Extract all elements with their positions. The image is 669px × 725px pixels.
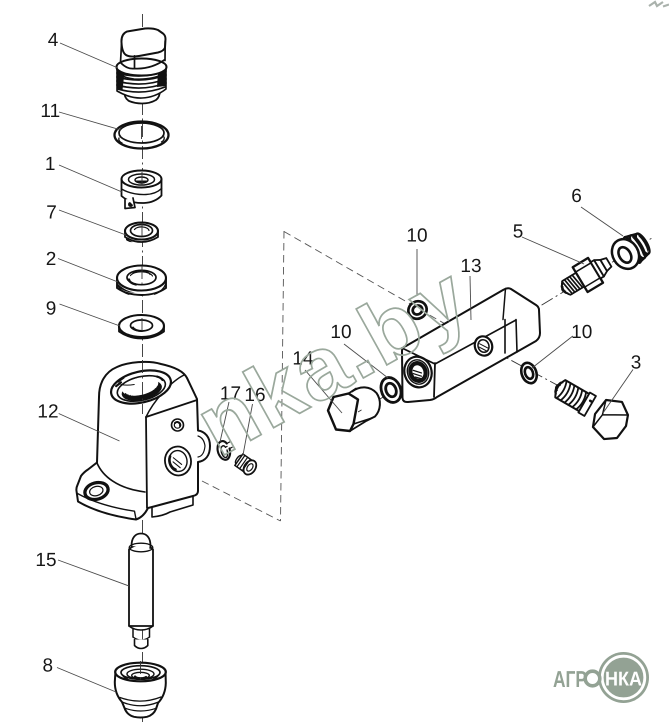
svg-text:14: 14 bbox=[292, 348, 314, 369]
svg-text:12: 12 bbox=[37, 402, 58, 423]
svg-text:9: 9 bbox=[46, 299, 57, 320]
svg-text:2: 2 bbox=[46, 249, 57, 270]
svg-text:7: 7 bbox=[46, 203, 57, 224]
svg-text:10: 10 bbox=[406, 225, 427, 246]
svg-text:4: 4 bbox=[48, 30, 59, 51]
svg-text:17: 17 bbox=[220, 383, 241, 404]
svg-text:АГР: АГР bbox=[553, 666, 587, 692]
svg-text:НКА: НКА bbox=[605, 669, 642, 691]
svg-text:10: 10 bbox=[330, 322, 351, 343]
svg-text:1: 1 bbox=[45, 154, 56, 175]
svg-text:8: 8 bbox=[43, 655, 54, 676]
svg-text:15: 15 bbox=[35, 550, 56, 571]
svg-text:13: 13 bbox=[460, 256, 481, 277]
svg-text:16: 16 bbox=[244, 385, 265, 406]
svg-text:5: 5 bbox=[513, 222, 524, 243]
svg-text:11: 11 bbox=[40, 101, 60, 122]
svg-text:3: 3 bbox=[631, 353, 642, 374]
svg-text:6: 6 bbox=[571, 186, 582, 207]
svg-text:10: 10 bbox=[571, 322, 592, 343]
